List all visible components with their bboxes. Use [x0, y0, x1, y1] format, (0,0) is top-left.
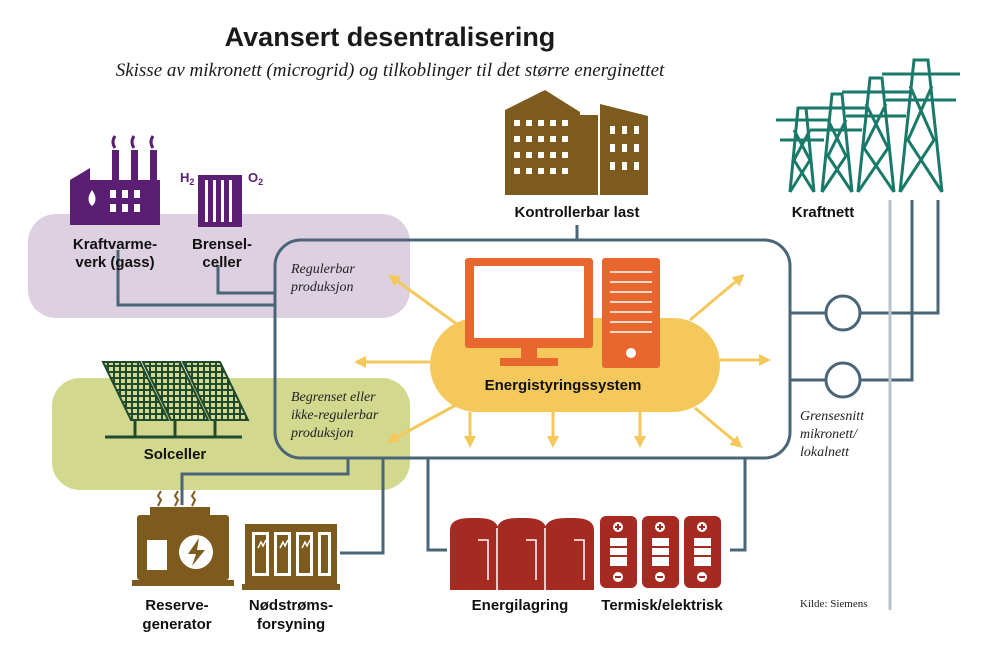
- emergency-supply-label-2: forsyning: [257, 616, 325, 633]
- interface-line2: mikronett/: [800, 427, 858, 442]
- building-icon: [505, 90, 648, 195]
- generator-icon: [132, 490, 234, 586]
- computer-icon: [465, 258, 660, 368]
- page-title: Avansert desentralisering: [225, 22, 556, 52]
- ems-label: Energistyringssystem: [485, 377, 642, 394]
- fuel-cell-icon: [198, 175, 242, 227]
- emergency-supply-label-1: Nødstrøms-: [249, 597, 333, 614]
- energy-storage-label: Energilagring: [472, 597, 569, 614]
- chp-label-1: Kraftvarme-: [73, 236, 157, 253]
- grid-label: Kraftnett: [792, 204, 855, 221]
- power-tower-icon: [776, 58, 960, 193]
- backup-generator-label-2: generator: [142, 616, 211, 633]
- ems-arrows: [354, 274, 771, 448]
- microgrid-boundary: [273, 238, 792, 460]
- source-credit: Kilde: Siemens: [800, 598, 868, 610]
- page-subtitle: Skisse av mikronett (microgrid) og tilko…: [116, 60, 665, 81]
- interface-line3: lokalnett: [800, 445, 850, 460]
- limited-production-line2: ikke-regulerbar: [291, 408, 379, 423]
- fuel-cells-label-2: celler: [202, 254, 241, 271]
- regulated-production-line2: produksjon: [290, 280, 353, 295]
- connection-lines: [116, 200, 940, 555]
- interface-switch: [824, 294, 862, 332]
- solar-label: Solceller: [144, 446, 207, 463]
- backup-generator-label-1: Reserve-: [145, 597, 208, 614]
- regulated-production-line1: Regulerbar: [290, 262, 355, 277]
- limited-production-line1: Begrenset eller: [291, 390, 376, 405]
- interface-line1: Grensesnitt: [800, 409, 865, 424]
- interface-switch: [824, 361, 862, 399]
- controllable-load-label: Kontrollerbar last: [514, 204, 639, 221]
- battery-icon: [600, 516, 721, 588]
- limited-production-line3: produksjon: [290, 426, 353, 441]
- factory-icon: [70, 135, 160, 225]
- h2-label: H2: [180, 170, 194, 187]
- fuel-cells-label-1: Brensel-: [192, 236, 252, 253]
- solar-panel-icon: [101, 361, 250, 439]
- storage-tank-icon: [450, 518, 594, 590]
- battery-bank-icon: [242, 524, 340, 590]
- thermal-electric-label: Termisk/elektrisk: [601, 597, 723, 614]
- chp-label-2: verk (gass): [75, 254, 154, 271]
- o2-label: O2: [248, 170, 263, 187]
